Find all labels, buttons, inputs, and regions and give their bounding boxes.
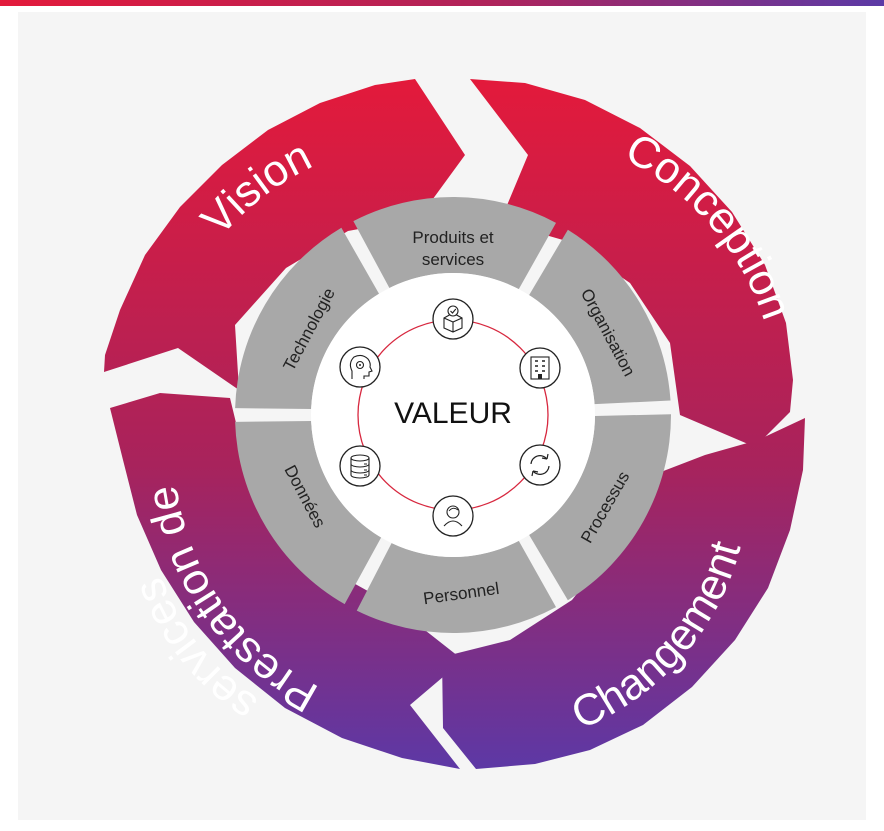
top-accent-bar <box>0 0 884 6</box>
outer-ring <box>104 79 805 769</box>
segment-donnees <box>235 420 382 605</box>
vision-arrow <box>104 79 465 390</box>
segment-organisation <box>529 229 671 405</box>
segment-produits-line2: services <box>422 250 484 269</box>
segment-produits <box>353 197 557 290</box>
changement-arrow <box>442 418 805 769</box>
building-icon <box>519 347 561 389</box>
person-icon <box>432 495 474 537</box>
box-check-icon <box>432 298 474 340</box>
segment-processus <box>529 414 671 601</box>
segment-personnel <box>356 540 557 633</box>
cycle-arrows-icon <box>519 444 561 486</box>
database-icon <box>339 445 381 487</box>
conception-arrow <box>470 79 793 447</box>
segment-ring <box>235 197 671 633</box>
prestation-arrow <box>110 393 463 769</box>
segment-produits-line1: Produits et <box>412 228 494 247</box>
segment-technologie <box>235 227 380 410</box>
center-label: VALEUR <box>394 397 512 430</box>
inner-circle <box>311 273 595 557</box>
head-gear-icon <box>339 346 381 388</box>
